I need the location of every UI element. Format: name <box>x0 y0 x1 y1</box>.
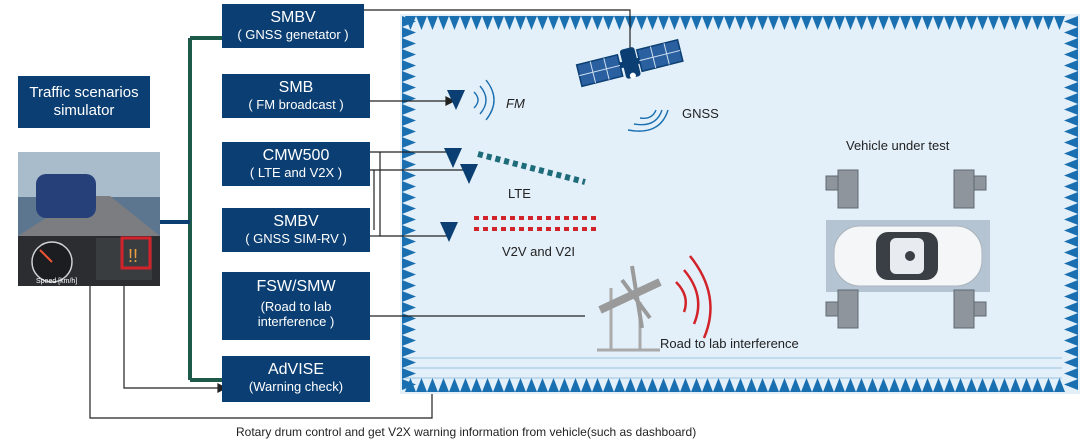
warning-icon: !! <box>128 246 138 266</box>
instrument-name: CMW500 <box>262 147 330 164</box>
instrument-desc: (Warning check) <box>248 379 344 394</box>
instrument-name: AdVISE <box>267 361 325 378</box>
interference-waves <box>675 255 712 339</box>
simulator-screenshot <box>18 152 160 286</box>
vehicle-icon <box>826 220 990 292</box>
fm-waves <box>473 79 495 121</box>
instrument-name: SMBV <box>270 9 316 26</box>
v2v-beams <box>474 216 598 231</box>
v2v-label: V2V and V2I <box>502 244 575 259</box>
instrument-name: FSW/SMW <box>256 278 336 295</box>
warning-highlight <box>120 236 152 270</box>
instrument-smbv-gnss: SMBV ( GNSS genetator ) <box>222 4 364 48</box>
antennas <box>440 90 478 242</box>
absorber-wedges <box>402 16 1078 392</box>
speed-label: Speed [km/h] <box>36 278 78 285</box>
instrument-fsw-smw: FSW/SMW (Road to lab interference ) <box>222 272 370 340</box>
simulator-label: Traffic scenarios simulator <box>29 84 139 119</box>
vehicle-label: Vehicle under test <box>846 138 950 153</box>
instrument-name: SMB <box>278 79 314 96</box>
green-bus <box>188 36 222 382</box>
instrument-name: SMBV <box>273 213 319 230</box>
caption: Rotary drum control and get V2X warning … <box>236 425 697 439</box>
rotary-drums <box>825 169 987 329</box>
instrument-cmw500: CMW500 ( LTE and V2X ) <box>222 142 370 186</box>
fm-label: FM <box>506 96 525 111</box>
road-interference-label: Road to lab interference <box>660 336 799 351</box>
gnss-waves <box>627 109 669 132</box>
instrument-smbv-sim-rv: SMBV ( GNSS SIM-RV ) <box>222 208 370 252</box>
lte-beam <box>477 151 586 185</box>
satellite-icon <box>575 38 684 88</box>
instrument-desc: ( GNSS genetator ) <box>237 27 349 42</box>
instrument-desc: ( GNSS SIM-RV ) <box>245 231 347 246</box>
instrument-desc: ( FM broadcast ) <box>248 97 344 112</box>
instrument-desc: ( LTE and V2X ) <box>249 165 343 180</box>
instrument-advise: AdVISE (Warning check) <box>222 356 370 402</box>
log-periodic-antenna <box>597 265 662 352</box>
chamber-floor-lines <box>405 357 1062 379</box>
instrument-links <box>364 9 631 317</box>
gnss-label: GNSS <box>682 106 719 121</box>
instrument-desc: (Road to lab interference ) <box>257 299 335 329</box>
lte-label: LTE <box>508 186 531 201</box>
instrument-smb-fm: SMB ( FM broadcast ) <box>222 74 370 118</box>
traffic-simulator-box: Traffic scenarios simulator <box>18 76 150 128</box>
